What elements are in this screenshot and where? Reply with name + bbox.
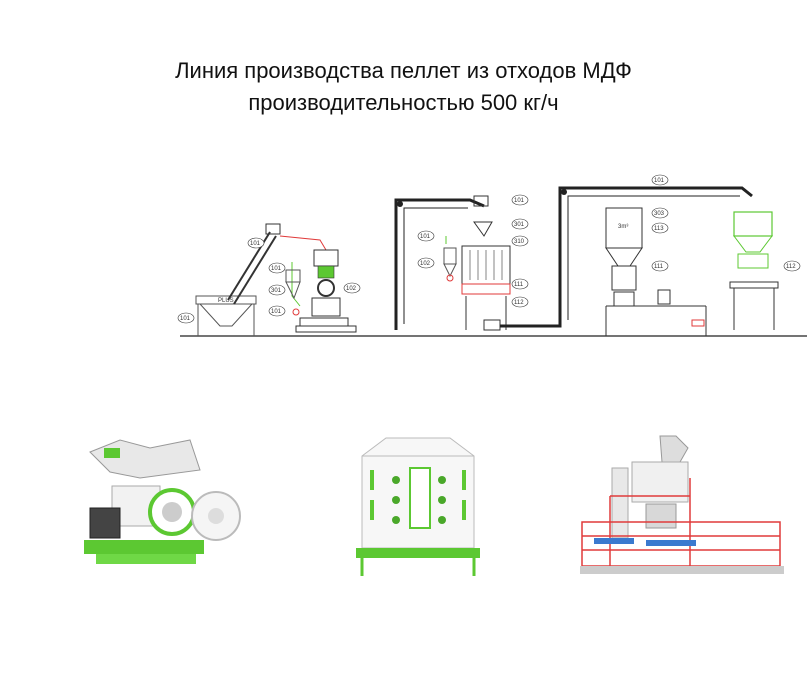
tank-label: 3m³: [618, 224, 628, 230]
bucket-elevator-2-icon: [500, 186, 753, 328]
callout-label: 101: [654, 178, 665, 184]
feed-hopper-icon: PLUS: [195, 295, 257, 336]
callout-label: 111: [514, 282, 524, 288]
callout-label: 101: [420, 234, 431, 240]
callout-label: 102: [346, 286, 357, 292]
callout-label: 101: [271, 266, 282, 272]
callout-label: 102: [420, 261, 431, 267]
callout-label: 310: [514, 239, 525, 245]
callout-label: 301: [271, 288, 282, 294]
callout-label: 301: [514, 222, 525, 228]
pellet-mill-icon: [84, 439, 241, 564]
callout-label: 101: [180, 316, 191, 322]
callout-label: 112: [786, 264, 796, 270]
pellet-mill-section-icon: [285, 249, 357, 333]
callout-label: 101: [271, 309, 282, 315]
storage-tank-section-icon: 3m³: [605, 207, 707, 336]
packing-machine-icon: [580, 435, 784, 574]
final-packing-unit-icon: [729, 211, 779, 330]
callout-labels: 101 101 301 101 101 102 101 102 101 301 …: [177, 174, 801, 324]
bucket-elevator-1-icon: [394, 198, 485, 330]
counterflow-cooler-icon: [356, 437, 480, 576]
callout-label: 303: [654, 211, 665, 217]
callout-label: 101: [514, 198, 525, 204]
callout-label: 113: [654, 226, 664, 232]
callout-label: 101: [250, 241, 261, 247]
callout-label: 111: [654, 264, 664, 270]
cooler-section-icon: [443, 195, 511, 331]
diagram-title-line1: Линия производства пеллет из отходов МДФ: [175, 58, 632, 83]
callout-label: 112: [514, 300, 524, 306]
diagram-title-line2: производительностью 500 кг/ч: [248, 90, 559, 115]
hopper-label: PLUS: [218, 298, 234, 304]
